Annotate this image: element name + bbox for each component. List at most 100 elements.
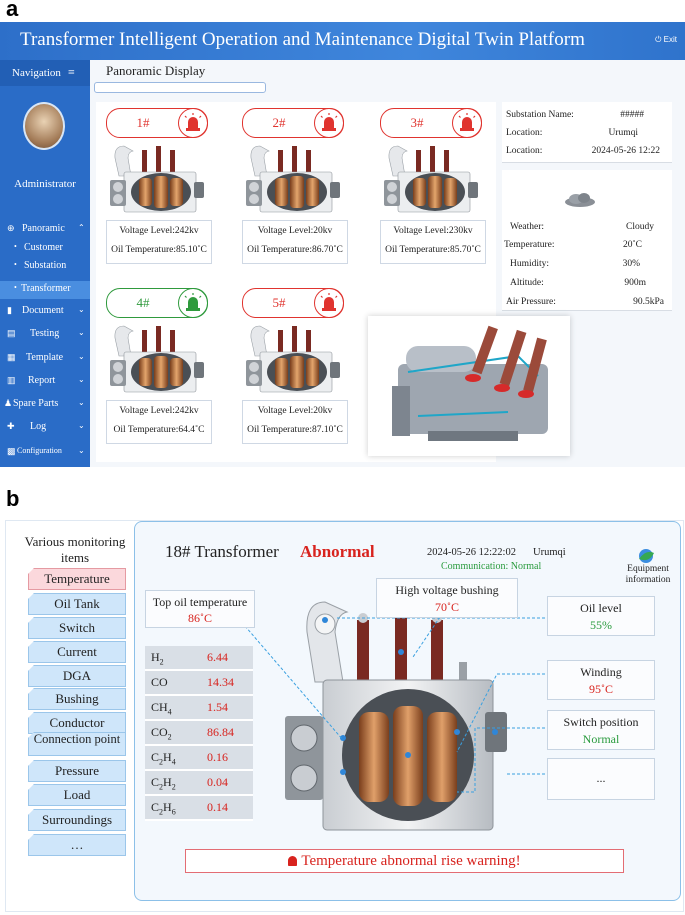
voltage-level: Voltage Level:242kv [119, 226, 199, 236]
transformer-card[interactable]: 1# Voltage Level:242kv Oil Temperature:8… [104, 108, 216, 278]
panel-label-b: b [6, 486, 20, 511]
monitoring-item[interactable]: Conductor [28, 712, 126, 734]
sidebar-item-substation[interactable]: • Substation [14, 260, 67, 271]
transformer-info: Voltage Level:20kv Oil Temperature:87.10… [242, 400, 348, 444]
configuration-icon: ▩ [7, 446, 16, 456]
monitoring-item[interactable]: Switch [28, 617, 126, 639]
gas-name: C2H6 [151, 800, 176, 817]
oil-temperature: Oil Temperature:87.10˚C [247, 425, 343, 435]
user-name: Administrator [14, 178, 76, 190]
gas-value: 0.14 [207, 800, 228, 814]
status-badge: Abnormal [300, 542, 375, 561]
transformer-info: Voltage Level:242kv Oil Temperature:64.4… [106, 400, 212, 444]
gas-name: CH4 [151, 700, 172, 717]
chart-icon: ▥ [7, 375, 16, 385]
alarm-icon [178, 288, 208, 318]
voltage-level: Voltage Level:242kv [119, 406, 199, 416]
testing-icon: ▤ [7, 328, 16, 338]
transformer-id-badge[interactable]: 4# [106, 288, 208, 318]
monitoring-item[interactable]: Pressure [28, 760, 126, 782]
top-oil-temperature-box: Top oil temperature 86˚C [145, 590, 255, 628]
log-icon: ✚ [7, 421, 15, 431]
monitoring-title: Various monitoring items [24, 534, 126, 565]
app-title: Transformer Intelligent Operation and Ma… [20, 29, 585, 50]
monitoring-item[interactable]: Current [28, 641, 126, 663]
equipment-info-button[interactable]: Equipment information [625, 564, 671, 585]
transformer-info: Voltage Level:242kv Oil Temperature:85.1… [106, 220, 212, 264]
gas-value: 1.54 [207, 700, 228, 714]
oil-temperature: Oil Temperature:86.70˚C [247, 245, 343, 255]
transformer-id: 2# [272, 115, 286, 130]
gas-value: 6.44 [207, 650, 228, 664]
voltage-level: Voltage Level:230kv [393, 226, 473, 236]
transformer-id: 4# [136, 295, 150, 310]
gas-name: C2H4 [151, 750, 176, 767]
platform-window: Transformer Intelligent Operation and Ma… [0, 22, 685, 467]
oil-level-box: Oil level 55% [547, 596, 655, 636]
transformer-image [380, 142, 484, 214]
transformer-title: 18# Transformer [165, 542, 279, 561]
monitoring-item[interactable]: Connection point [28, 732, 126, 756]
transformer-info: Voltage Level:20kv Oil Temperature:86.70… [242, 220, 348, 264]
chevron-down-icon: ⌄ [78, 446, 85, 455]
hv-bushing-box: High voltage bushing 70˚C [376, 578, 518, 618]
transformer-3d-model[interactable] [368, 316, 570, 456]
oil-temperature: Oil Temperature:85.70˚C [385, 245, 481, 255]
transformer-card[interactable]: 3# Voltage Level:230kv Oil Temperature:8… [378, 108, 490, 278]
gas-name: CO2 [151, 725, 172, 742]
transformer-id-badge[interactable]: 5# [242, 288, 344, 318]
transformer-illustration[interactable] [285, 592, 515, 840]
alarm-icon [452, 108, 482, 138]
winding-box: Winding 95˚C [547, 660, 655, 700]
callout-lines [244, 616, 555, 793]
transformer-id-badge[interactable]: 2# [242, 108, 344, 138]
alarm-icon [314, 108, 344, 138]
warning-banner: Temperature abnormal rise warning! [185, 849, 624, 873]
filter-bar[interactable] [94, 82, 266, 93]
monitoring-item[interactable]: Oil Tank [28, 593, 126, 615]
timestamp: 2024-05-26 12:22:02 [427, 547, 516, 558]
gas-value: 0.04 [207, 775, 228, 789]
gas-row: CH4 1.54 [145, 696, 253, 721]
monitoring-item[interactable]: … [28, 834, 126, 856]
transformer-id-badge[interactable]: 3# [380, 108, 482, 138]
power-icon: ⏻ [655, 35, 662, 44]
chevron-down-icon: ⌄ [78, 352, 85, 361]
voltage-level: Voltage Level:20kv [257, 226, 333, 236]
transformer-card[interactable]: 5# Voltage Level:20kv Oil Temperature:87… [240, 288, 352, 458]
sidebar-item-customer[interactable]: • Customer [14, 242, 63, 253]
transformer-image [106, 142, 210, 214]
monitoring-item[interactable]: Bushing [28, 688, 126, 710]
chevron-up-icon: ⌃ [78, 223, 85, 232]
menu-toggle-icon[interactable]: ≡ [68, 65, 75, 79]
transformer-id: 3# [410, 115, 424, 130]
transformer-card[interactable]: 4# Voltage Level:242kv Oil Temperature:6… [104, 288, 216, 458]
sidebar-item-panoramic[interactable]: ⊕ Panoramic ⌃ [7, 223, 85, 234]
cloud-icon [565, 193, 595, 207]
monitoring-item[interactable]: DGA [28, 665, 126, 687]
transformer-card[interactable]: 2# Voltage Level:20kv Oil Temperature:86… [240, 108, 352, 278]
chevron-down-icon: ⌄ [78, 398, 85, 407]
more-box: ... [547, 758, 655, 800]
avatar[interactable] [23, 102, 65, 150]
chevron-down-icon: ⌄ [78, 305, 85, 314]
exit-button[interactable]: ⏻ Exit [655, 35, 677, 44]
transformer-image [242, 142, 346, 214]
monitoring-item[interactable]: Load [28, 784, 126, 806]
chevron-down-icon: ⌄ [78, 375, 85, 384]
transformer-id: 5# [272, 295, 286, 310]
document-icon: ▮ [7, 305, 12, 315]
monitoring-item[interactable]: Temperature [28, 568, 126, 590]
globe-icon: ⊕ [7, 223, 15, 233]
monitoring-item[interactable]: Surroundings [28, 809, 126, 831]
communication-status: Communication: Normal [441, 561, 542, 572]
sidebar-item-transformer[interactable]: • Transformer [0, 281, 90, 299]
gas-value: 86.84 [207, 725, 234, 739]
gas-value: 14.34 [207, 675, 234, 689]
transformer-info: Voltage Level:230kv Oil Temperature:85.7… [380, 220, 486, 264]
transformer-id-badge[interactable]: 1# [106, 108, 208, 138]
